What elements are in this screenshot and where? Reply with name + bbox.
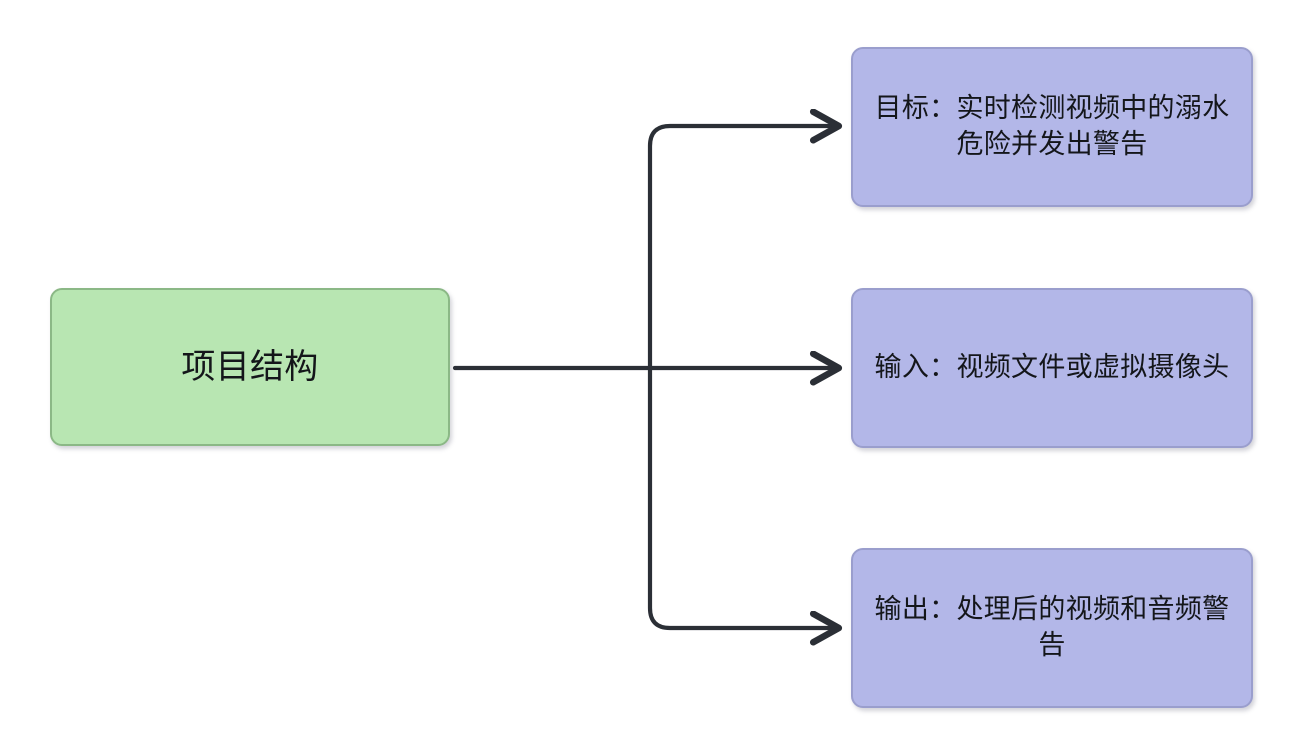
node-output-label: 输出：处理后的视频和音频警告 [874,594,1230,660]
node-goal[interactable]: 目标：实时检测视频中的溺水危险并发出警告 [851,47,1253,207]
node-goal-label: 目标：实时检测视频中的溺水危险并发出警告 [874,93,1230,159]
node-input-label: 输入：视频文件或虚拟摄像头 [874,352,1230,383]
edge-root-to-goal [647,126,838,371]
node-root-label: 项目结构 [181,347,319,386]
edge-root-to-output [647,365,838,628]
node-input[interactable]: 输入：视频文件或虚拟摄像头 [851,288,1253,448]
node-root-project-structure[interactable]: 项目结构 [50,288,450,446]
node-output[interactable]: 输出：处理后的视频和音频警告 [851,548,1253,708]
